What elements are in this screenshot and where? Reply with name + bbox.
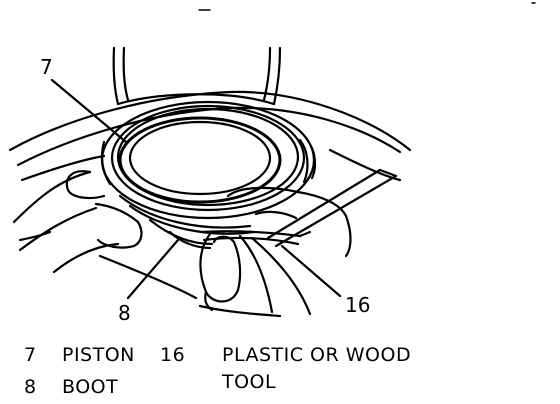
boot: [118, 194, 256, 250]
legend-number-boot: 8: [24, 376, 37, 398]
left-hand: [12, 170, 198, 300]
legend-label-piston: PISTON: [62, 344, 135, 366]
leader-line-tool: [280, 244, 342, 298]
piston: [100, 100, 317, 220]
callout-tool: 16: [345, 293, 370, 317]
callout-boot: 8: [118, 301, 131, 325]
legend-number-tool: 16: [160, 344, 186, 366]
callout-piston: 7: [40, 55, 53, 79]
caliper-housing: [8, 46, 412, 182]
right-hand: [198, 186, 352, 318]
tool: [200, 168, 398, 248]
leader-line-boot: [126, 238, 180, 300]
legend-label-tool: PLASTIC OR WOOD: [222, 344, 412, 366]
legend-label-boot: BOOT: [62, 376, 119, 398]
legend-label-tool-line2: TOOL: [222, 371, 277, 393]
leader-line-piston: [50, 78, 128, 144]
legend-number-piston: 7: [24, 344, 37, 366]
